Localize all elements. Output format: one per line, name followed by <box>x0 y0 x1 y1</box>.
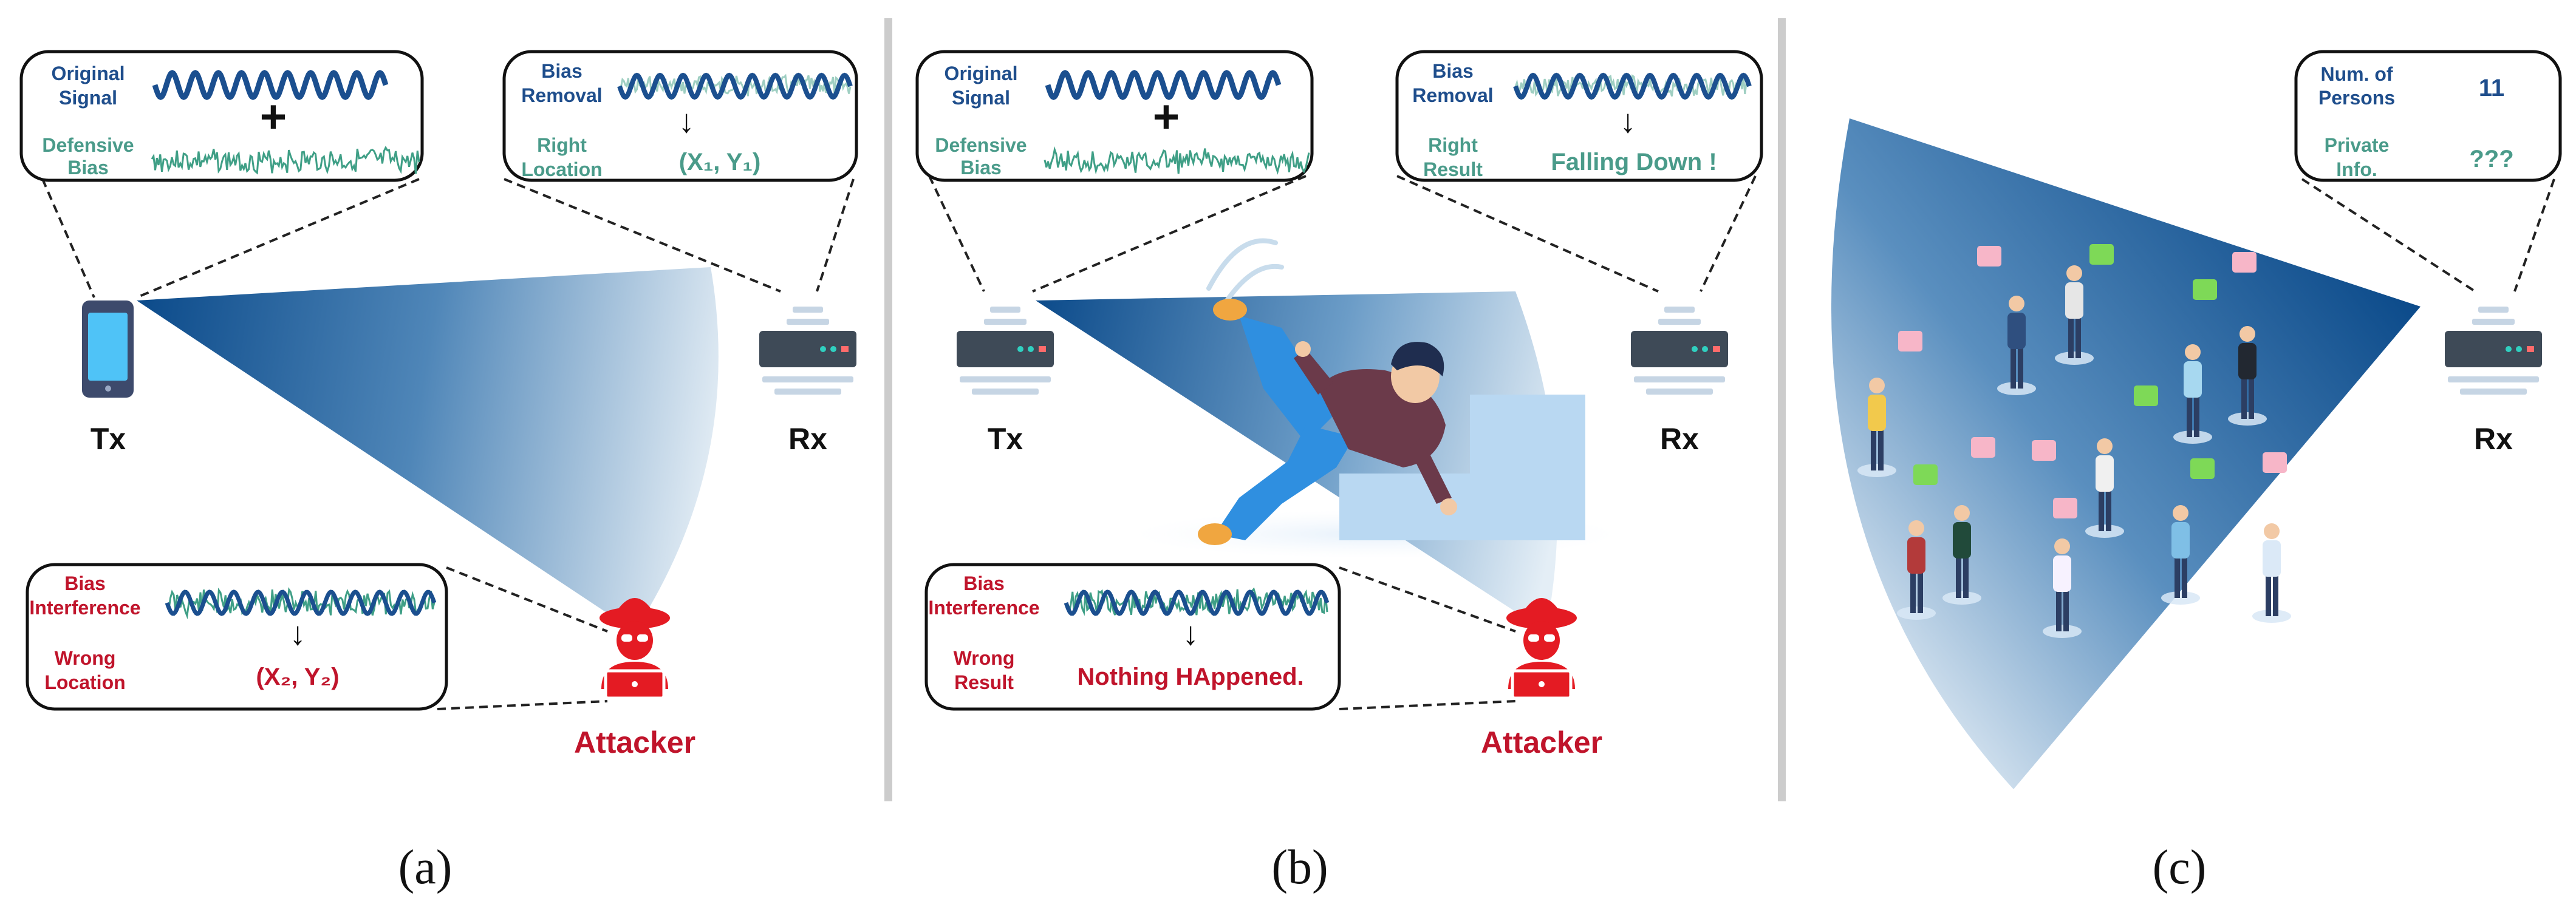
caption-b: (b) <box>1271 841 1328 894</box>
interference-signal-wave <box>165 589 437 616</box>
signal-beam <box>1831 118 2421 789</box>
right-result-label-2: Result <box>1423 158 1483 180</box>
right-location-label-2: Location <box>521 158 602 180</box>
defensive-bias-label-2: Bias <box>67 157 109 178</box>
num-persons-label-1: Num. of <box>2320 63 2393 85</box>
wrong-result-value: Nothing HAppened. <box>1077 664 1303 690</box>
bias-interference-label-1: Bias <box>963 572 1005 594</box>
down-arrow: ↓ <box>678 103 695 140</box>
tx-callout-box: Original Signal + Defensive Bias <box>915 50 1314 182</box>
num-persons-label-2: Persons <box>2318 87 2395 109</box>
bias-removal-label-1: Bias <box>541 60 583 82</box>
wrong-result-label-2: Result <box>954 671 1014 693</box>
right-location-value: (X₁, Y₁) <box>679 149 761 175</box>
removed-bias-noise <box>1514 74 1751 97</box>
caption-c: (c) <box>2153 841 2207 894</box>
attacker-label: Attacker <box>574 725 695 759</box>
bias-removal-label-2: Removal <box>521 84 602 106</box>
defensive-bias-noise <box>1044 146 1310 175</box>
panel-c: Rx Num. of Persons 11 Private Info. ??? … <box>1831 50 2562 894</box>
rx-router-icon <box>2445 307 2542 395</box>
tx-phone-icon <box>82 301 134 398</box>
attacker-callout-box: Bias Interference ↓ Wrong Location (X₂, … <box>26 563 448 711</box>
private-info-label-2: Info. <box>2336 158 2377 180</box>
rx-label: Rx <box>788 422 827 456</box>
panel-divider-2 <box>1778 18 1786 801</box>
bias-removal-label-2: Removal <box>1412 84 1493 106</box>
rx-info-callout-box: Num. of Persons 11 Private Info. ??? <box>2294 50 2562 182</box>
right-result-value: Falling Down ! <box>1551 149 1717 175</box>
callout-connectors <box>41 178 855 710</box>
attacker-label: Attacker <box>1481 725 1602 759</box>
original-signal-label-1: Original <box>945 63 1018 84</box>
callout-connectors <box>928 175 1757 710</box>
interference-signal-wave <box>1064 589 1330 616</box>
bias-interference-label-2: Interference <box>928 597 1039 619</box>
signal-beam <box>137 267 719 631</box>
chat-bubble-icons <box>1898 244 2287 518</box>
recovered-signal-wave <box>617 72 853 100</box>
original-signal-label-2: Signal <box>952 87 1010 109</box>
rx-router-icon <box>1631 307 1728 395</box>
down-arrow: ↓ <box>1183 616 1199 652</box>
callout-connectors <box>2301 178 2555 293</box>
down-arrow: ↓ <box>1620 103 1636 140</box>
defensive-bias-label-2: Bias <box>960 157 1002 178</box>
falling-person-icon <box>1198 238 1457 545</box>
original-signal-label-2: Signal <box>59 87 117 109</box>
rx-callout-box: Bias Removal ↓ Right Result Falling Down… <box>1395 50 1763 182</box>
right-location-label-1: Right <box>537 134 587 156</box>
tx-label: Tx <box>988 422 1023 456</box>
defensive-bias-label-1: Defensive <box>935 134 1027 156</box>
recovered-signal-wave <box>1513 72 1752 100</box>
defensive-bias-noise <box>151 146 420 175</box>
interference-noise <box>1065 587 1328 616</box>
panel-a: Tx Rx Attacker Original Signal + Defensi… <box>19 50 858 894</box>
bias-interference-label-2: Interference <box>29 597 140 619</box>
bias-removal-label-1: Bias <box>1432 60 1474 82</box>
private-info-value: ??? <box>2469 146 2513 172</box>
right-result-label-1: Right <box>1428 134 1478 156</box>
wrong-location-label-1: Wrong <box>55 647 116 669</box>
original-signal-wave <box>152 70 389 100</box>
rx-label: Rx <box>1660 422 1699 456</box>
private-info-label-1: Private <box>2325 134 2390 156</box>
caption-a: (a) <box>398 841 453 894</box>
person-icon <box>2252 523 2291 623</box>
panel-b: Tx Rx Attacker Original Signal + Defensi… <box>915 50 1763 894</box>
wrong-location-value: (X₂, Y₂) <box>256 664 339 690</box>
defensive-bias-label-1: Defensive <box>42 134 134 156</box>
attacker-icon <box>1506 598 1577 698</box>
rx-router-icon <box>759 307 856 395</box>
attacker-icon <box>600 598 670 698</box>
num-persons-value: 11 <box>2479 75 2504 101</box>
panel-divider-1 <box>884 18 892 801</box>
wrong-result-label-1: Wrong <box>954 647 1015 669</box>
plus-sign: + <box>260 91 287 143</box>
original-signal-wave <box>1045 70 1282 100</box>
wrong-location-label-2: Location <box>44 671 125 693</box>
stairs <box>1339 395 1585 540</box>
attacker-callout-box: Bias Interference ↓ Wrong Result Nothing… <box>924 563 1341 711</box>
tx-router-icon <box>957 307 1054 395</box>
down-arrow: ↓ <box>290 616 306 652</box>
tx-label: Tx <box>91 422 126 456</box>
plus-sign: + <box>1153 91 1180 143</box>
tx-callout-box: Original Signal + Defensive Bias <box>19 50 424 182</box>
bias-interference-label-1: Bias <box>64 572 106 594</box>
rx-label: Rx <box>2474 422 2513 456</box>
rx-callout-box: Bias Removal ↓ Right Location (X₁, Y₁) <box>502 50 858 182</box>
original-signal-label-1: Original <box>52 63 125 84</box>
